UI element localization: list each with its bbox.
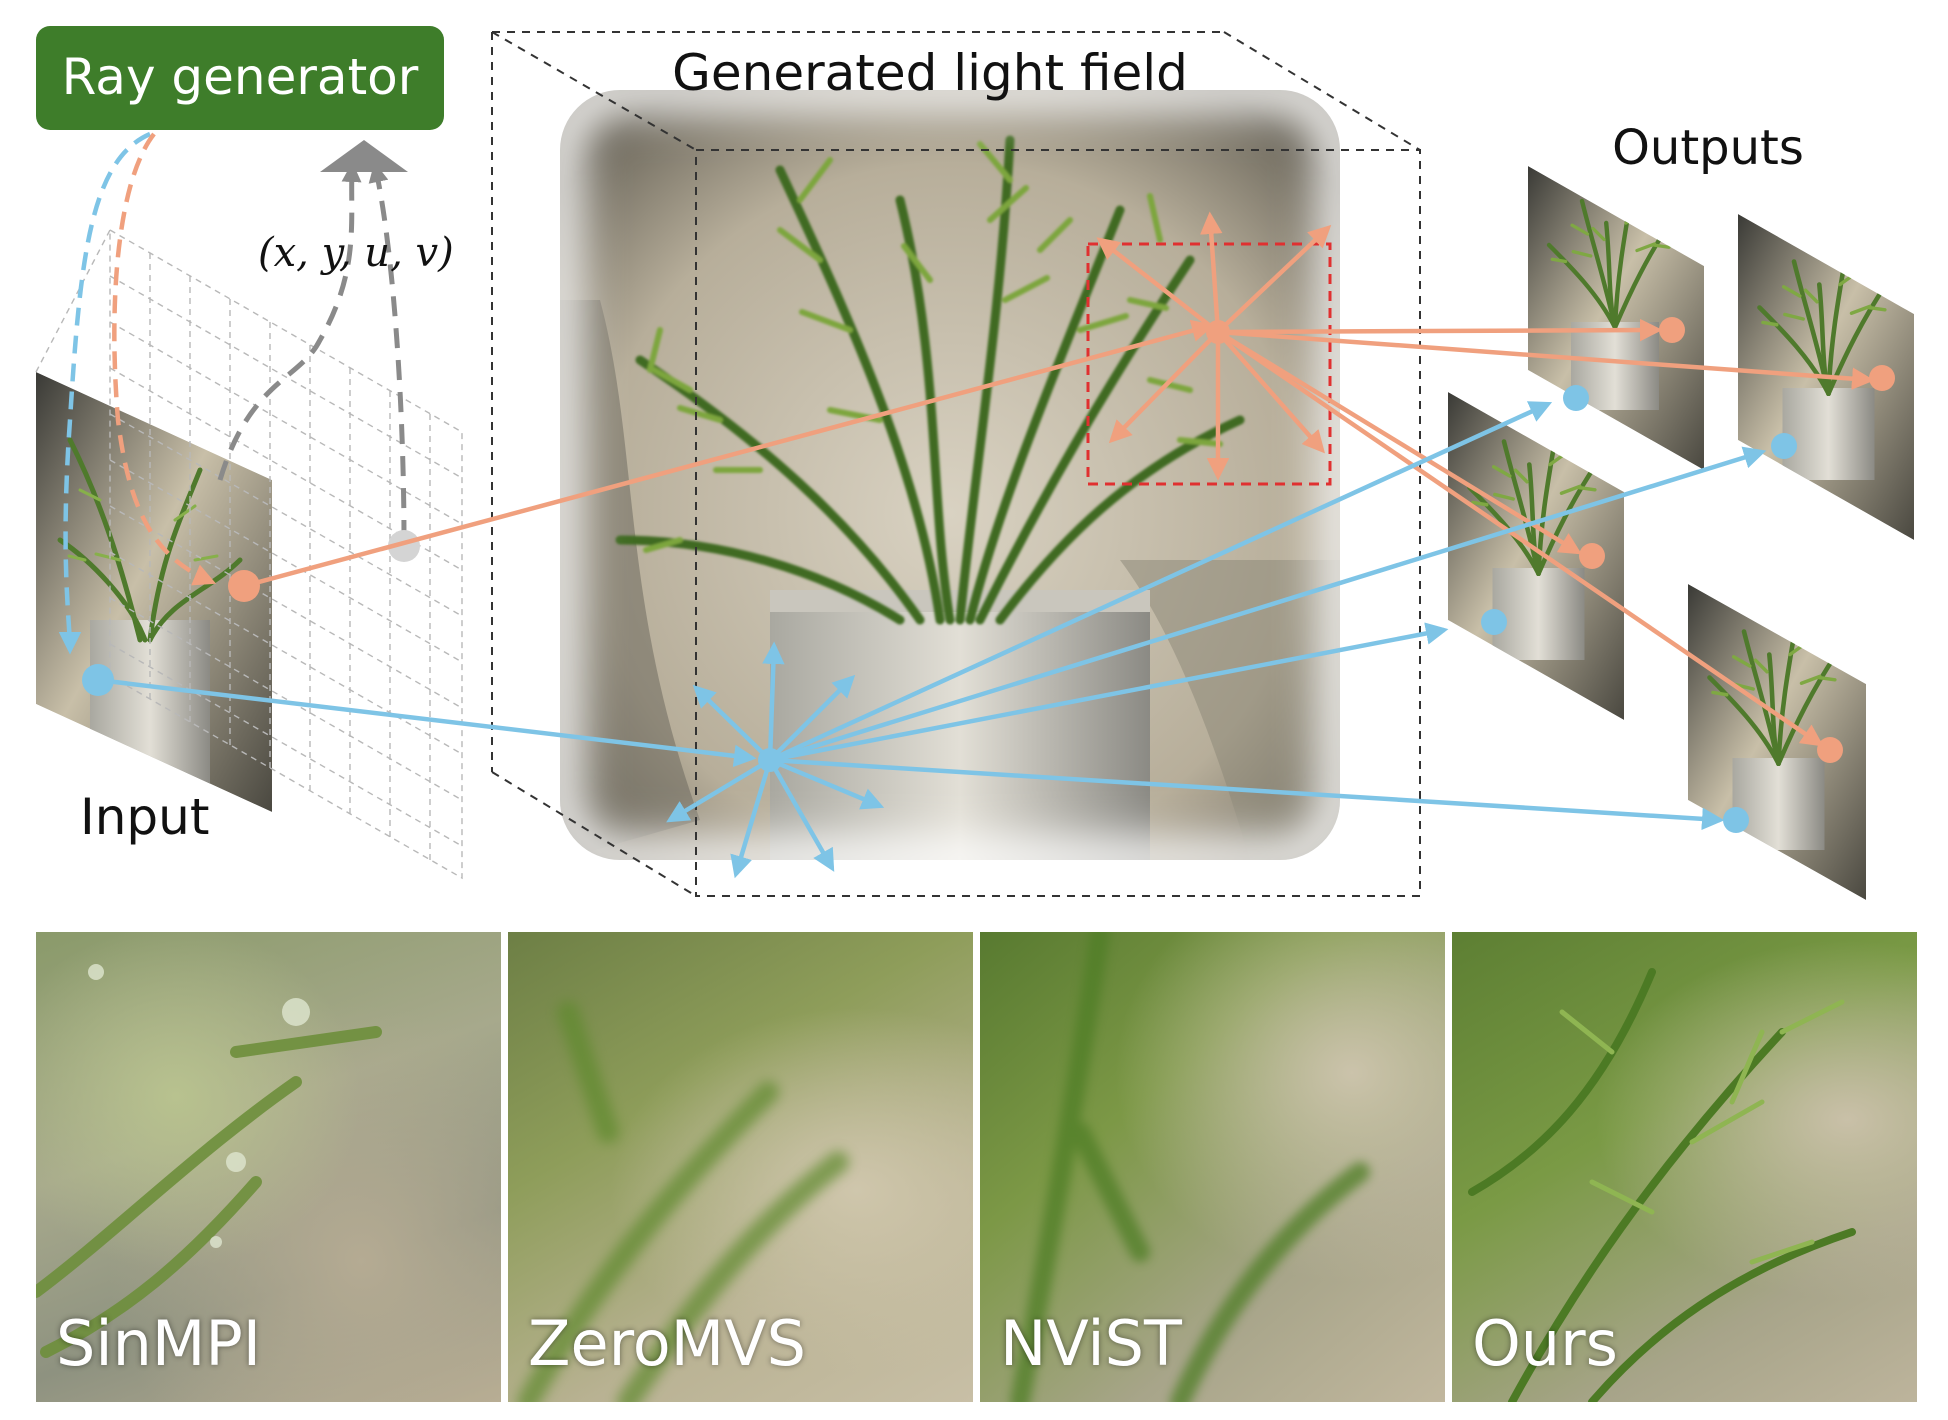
ray-query-lines <box>217 162 407 541</box>
selected-region-box <box>1086 242 1332 486</box>
output-image-3 <box>1448 392 1624 720</box>
query-point <box>388 530 420 562</box>
orange-return-curve <box>112 132 217 586</box>
crop-ours-art <box>1468 968 1856 1402</box>
crop-sinmpi: SinMPI <box>36 932 501 1402</box>
outputs-label: Outputs <box>1612 120 1804 176</box>
crop-label-sinmpi: SinMPI <box>56 1307 262 1380</box>
crop-zeromvs: ZeroMVS <box>508 932 973 1402</box>
crop-label-zeromvs: ZeroMVS <box>528 1307 806 1380</box>
ray-generator-label: Ray generator <box>62 48 419 106</box>
query-arrow-head <box>320 140 408 172</box>
blue-points <box>82 385 1797 833</box>
input-label: Input <box>80 788 209 846</box>
ray-generator-box: Ray generator <box>36 26 444 130</box>
crop-label-nvist: NViST <box>1000 1307 1182 1380</box>
light-field-title: Generated light field <box>672 44 1188 102</box>
orange-points <box>228 317 1895 763</box>
crop-sinmpi-art <box>36 964 382 1358</box>
crop-nvist: NViST <box>980 932 1445 1402</box>
blue-return-curve <box>58 131 151 655</box>
output-image-1 <box>1528 166 1704 470</box>
orange-rays <box>243 211 1875 747</box>
blue-rays <box>97 401 1767 879</box>
generated-light-field-image <box>560 90 1340 860</box>
crop-ours: Ours <box>1452 932 1917 1402</box>
comparison-row: SinMPI ZeroMVS NViST <box>36 932 1926 1402</box>
light-field-cube <box>491 31 1421 897</box>
ray-coordinates: (x, y, u, v) <box>258 230 454 276</box>
crop-label-ours: Ours <box>1472 1307 1618 1380</box>
crop-nvist-art <box>1010 932 1370 1402</box>
crop-zeromvs-art <box>517 1001 849 1402</box>
